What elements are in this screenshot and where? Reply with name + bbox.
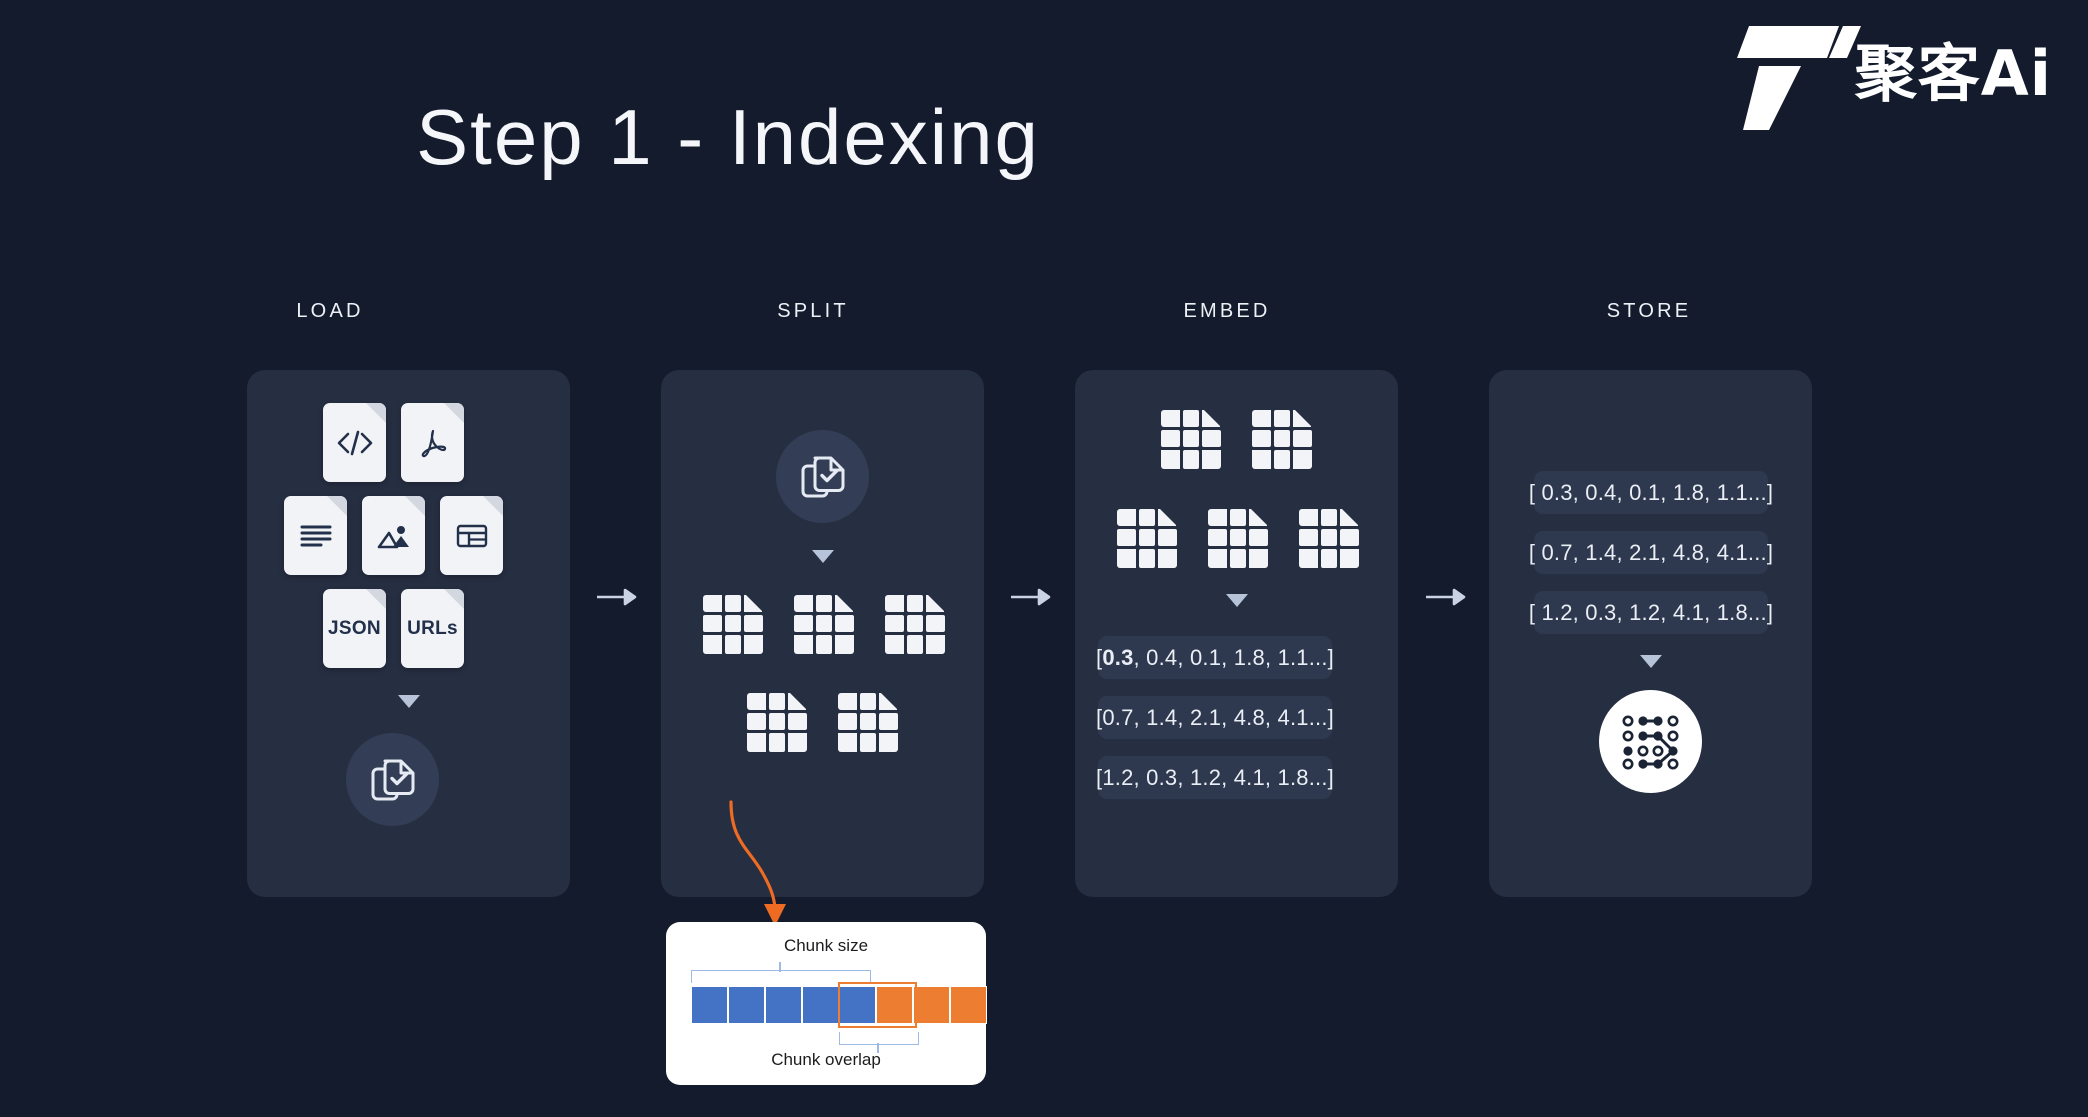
code-file-icon bbox=[323, 403, 386, 482]
embed-vector-pill: [ 0.7, 1.4, 2.1, 4.8, 4.1...] bbox=[1096, 696, 1334, 739]
embed-vector-pill: [ 1.2, 0.3, 1.2, 4.1, 1.8...] bbox=[1096, 756, 1334, 799]
chunk-block-row bbox=[691, 986, 987, 1024]
brand-name: 聚客Ai bbox=[1854, 37, 2052, 110]
store-vector-pill: [ 0.3, 0.4, 0.1, 1.8, 1.1...] bbox=[1529, 471, 1773, 514]
split-chunk-icon bbox=[703, 592, 763, 662]
file-fold-corner-icon bbox=[444, 403, 464, 423]
caret-down-icon bbox=[812, 550, 834, 563]
split-source-badge bbox=[776, 430, 869, 523]
pdf-glyph-icon bbox=[421, 429, 446, 457]
page-title: Step 1 - Indexing bbox=[416, 93, 1040, 181]
vector-database-icon bbox=[1622, 715, 1678, 769]
table-glyph-icon bbox=[456, 524, 487, 547]
table-file-icon bbox=[440, 496, 503, 575]
chunk-overlap-bracket-tick bbox=[877, 1043, 879, 1053]
embed-chunk-icon bbox=[1252, 407, 1312, 477]
chunk-block bbox=[728, 986, 765, 1024]
caret-down-icon bbox=[398, 695, 420, 708]
chunk-block bbox=[802, 986, 839, 1024]
chunk-overlap-callout: Chunk size Chunk overlap bbox=[666, 922, 987, 1085]
caret-down-icon bbox=[1226, 594, 1248, 607]
file-fold-corner-icon bbox=[483, 496, 503, 516]
embed-chunk-icon bbox=[1208, 506, 1268, 576]
document-check-icon bbox=[371, 759, 414, 800]
chunk-block bbox=[765, 986, 802, 1024]
store-vector-pill: [ 1.2, 0.3, 1.2, 4.1, 1.8...] bbox=[1529, 591, 1773, 634]
file-fold-corner-icon bbox=[327, 496, 347, 516]
embed-vector-prefix: [ bbox=[1096, 644, 1103, 670]
embed-vector-bold: 0.3 bbox=[1102, 644, 1134, 670]
chunk-size-label: Chunk size bbox=[783, 936, 869, 955]
panel-split bbox=[661, 370, 984, 897]
t-logo-mark-icon bbox=[1735, 18, 1863, 130]
stage-header-embed: EMBED bbox=[1183, 300, 1271, 322]
split-chunk-icon bbox=[838, 690, 898, 760]
split-callout-connector-icon bbox=[700, 800, 900, 935]
split-chunk-icon bbox=[885, 592, 945, 662]
pdf-file-icon bbox=[401, 403, 464, 482]
chunk-block bbox=[876, 986, 913, 1024]
file-fold-corner-icon bbox=[366, 589, 386, 609]
caret-down-icon bbox=[1640, 655, 1662, 668]
chunk-block bbox=[950, 986, 987, 1024]
chunk-block bbox=[839, 986, 876, 1024]
urls-file-label: URLs bbox=[407, 617, 458, 639]
text-lines-glyph-icon bbox=[300, 525, 331, 546]
embed-chunk-icon bbox=[1117, 506, 1177, 576]
stage-header-store: STORE bbox=[1606, 300, 1692, 322]
chunk-overlap-highlight bbox=[838, 982, 917, 1028]
embed-vector-prefix: [ bbox=[1096, 764, 1103, 790]
embed-chunk-icon bbox=[1299, 506, 1359, 576]
json-file-label: JSON bbox=[328, 617, 381, 639]
code-glyph-icon bbox=[337, 430, 372, 455]
stage-header-split: SPLIT bbox=[777, 300, 849, 322]
file-fold-corner-icon bbox=[366, 403, 386, 423]
embed-vector-rest: , 0.4, 0.1, 1.8, 1.1...] bbox=[1133, 644, 1334, 670]
text-file-icon bbox=[284, 496, 347, 575]
chunk-block bbox=[913, 986, 950, 1024]
file-fold-corner-icon bbox=[405, 496, 425, 516]
chunk-size-bracket bbox=[691, 970, 871, 983]
split-chunk-icon bbox=[794, 592, 854, 662]
connector-arrow-embed-store bbox=[1424, 585, 1472, 609]
chunk-overlap-bracket bbox=[839, 1032, 919, 1045]
embed-vector-rest: 1.2, 0.3, 1.2, 4.1, 1.8...] bbox=[1102, 764, 1334, 790]
store-vector-pill: [ 0.7, 1.4, 2.1, 4.8, 4.1...] bbox=[1529, 531, 1773, 574]
file-fold-corner-icon bbox=[444, 589, 464, 609]
stage-header-load: LOAD bbox=[296, 300, 364, 322]
chunk-block bbox=[691, 986, 728, 1024]
embed-vector-prefix: [ bbox=[1096, 704, 1103, 730]
connector-arrow-split-embed bbox=[1009, 585, 1057, 609]
image-file-icon bbox=[362, 496, 425, 575]
panel-store: [ 0.3, 0.4, 0.1, 1.8, 1.1...] [ 0.7, 1.4… bbox=[1489, 370, 1812, 897]
document-check-icon bbox=[801, 456, 844, 497]
chunk-overlap-label: Chunk overlap bbox=[771, 1050, 881, 1069]
panel-load: JSON URLs bbox=[247, 370, 570, 897]
embed-vector-rest: 0.7, 1.4, 2.1, 4.8, 4.1...] bbox=[1102, 704, 1334, 730]
connector-arrow-load-split bbox=[595, 585, 643, 609]
embed-chunk-icon bbox=[1161, 407, 1221, 477]
panel-embed: [ 0.3, 0.4, 0.1, 1.8, 1.1...] [ 0.7, 1.4… bbox=[1075, 370, 1398, 897]
urls-file-icon: URLs bbox=[401, 589, 464, 668]
chunk-size-bracket-tick bbox=[779, 962, 781, 972]
split-chunk-icon bbox=[747, 690, 807, 760]
json-file-icon: JSON bbox=[323, 589, 386, 668]
image-glyph-icon bbox=[377, 525, 409, 548]
embed-vector-pill: [ 0.3, 0.4, 0.1, 1.8, 1.1...] bbox=[1096, 636, 1334, 679]
store-database-badge bbox=[1599, 690, 1702, 793]
brand-logo: 聚客Ai bbox=[1735, 18, 2052, 130]
load-result-badge bbox=[346, 733, 439, 826]
